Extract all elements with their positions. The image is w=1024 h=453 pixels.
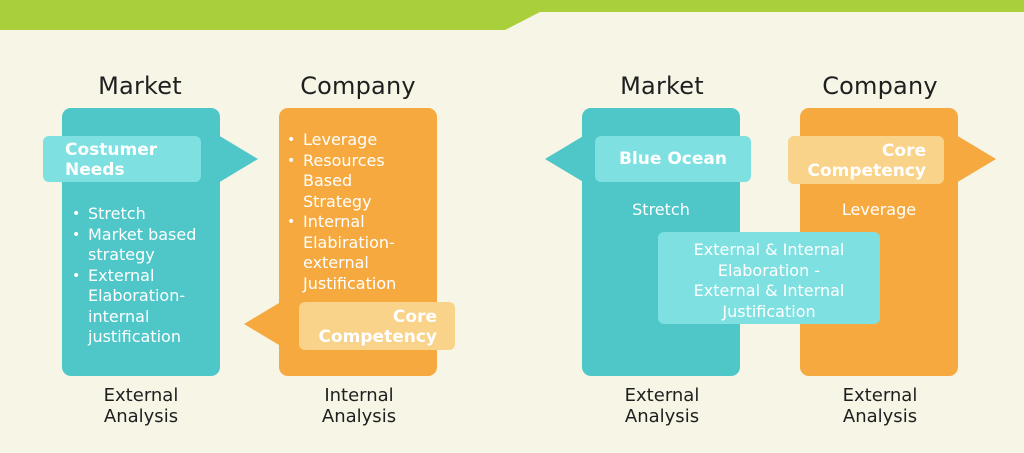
right-company-analysis-label: External Analysis (842, 385, 918, 427)
left-company-heading: Company (300, 72, 416, 100)
list-item: Stretch (70, 204, 220, 225)
left-market-arrow-right (218, 135, 258, 183)
list-item: Leverage (285, 130, 435, 151)
right-market-stretch-label: Stretch (632, 200, 690, 219)
right-company-leverage-label: Leverage (841, 200, 917, 219)
shared-elaboration-box: External & Internal Elaboration - Extern… (658, 232, 880, 324)
left-company-arrow-left (244, 300, 284, 348)
top-banner (0, 0, 1024, 30)
left-market-analysis-label: External Analysis (103, 385, 179, 427)
list-item: Market based strategy (70, 225, 220, 266)
customer-needs-callout: Costumer Needs (43, 136, 201, 182)
right-market-arrow-left (545, 135, 585, 183)
left-market-bullet-list: Stretch Market based strategy External E… (70, 204, 220, 348)
list-item: Internal Elabiration- external Justifica… (285, 212, 435, 294)
right-market-analysis-label: External Analysis (624, 385, 700, 427)
right-company-heading: Company (822, 72, 938, 100)
core-competency-callout-left: Core Competency (299, 302, 455, 350)
left-market-heading: Market (98, 72, 182, 100)
right-company-arrow-right (956, 135, 996, 183)
blue-ocean-callout: Blue Ocean (595, 136, 751, 182)
right-market-heading: Market (620, 72, 704, 100)
list-item: External Elaboration- internal justifica… (70, 266, 220, 348)
left-company-bullet-list: Leverage Resources Based Strategy Intern… (285, 130, 435, 294)
core-competency-callout-right: Core Competency (788, 136, 944, 184)
list-item: Resources Based Strategy (285, 151, 435, 213)
left-company-analysis-label: Internal Analysis (321, 385, 397, 427)
